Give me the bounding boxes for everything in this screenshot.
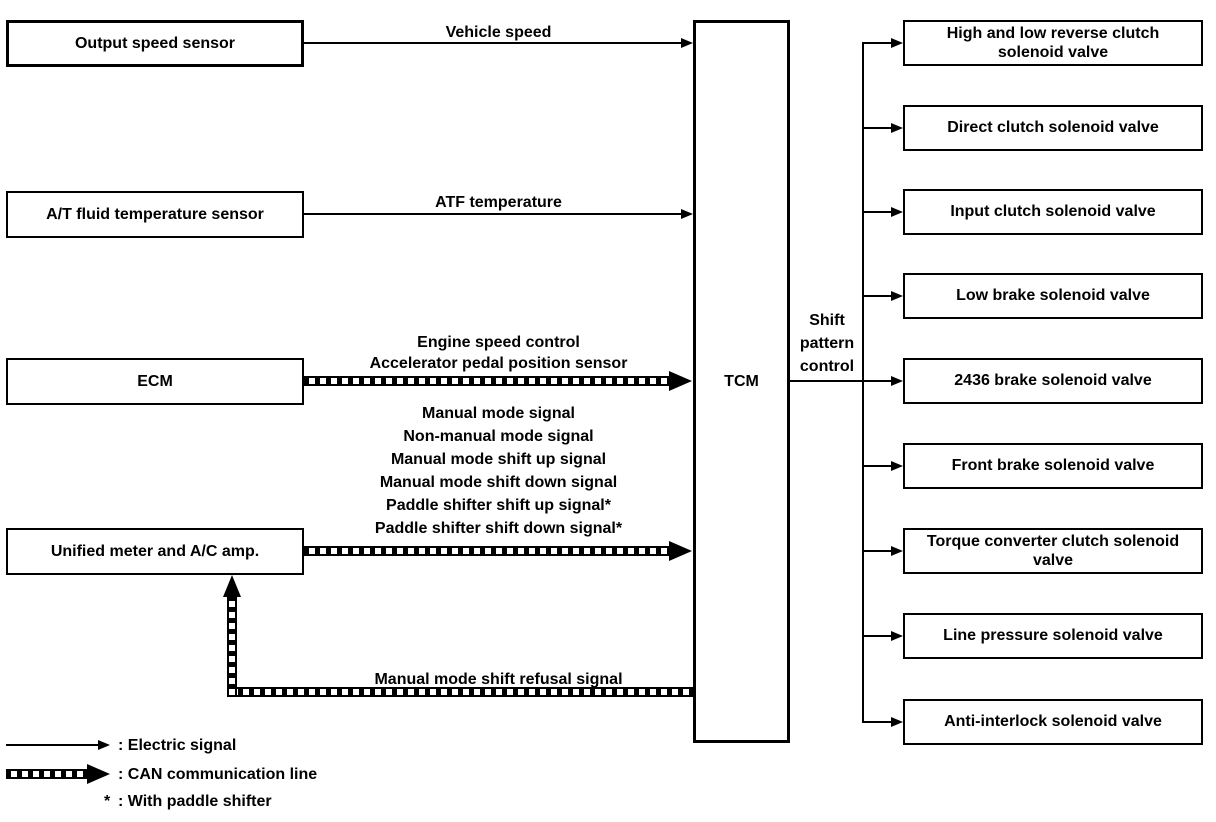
legend-can-arrowhead-icon: [87, 764, 110, 784]
branch-line: [862, 721, 892, 723]
atf-temperature-arrowhead-icon: [681, 209, 693, 219]
input-box-at-fluid-temperature-sensor: A/T fluid temperature sensor: [6, 191, 304, 238]
branch-arrowhead-icon: [891, 376, 903, 386]
branch-line: [862, 550, 892, 552]
branch-arrowhead-icon: [891, 207, 903, 217]
branch-arrowhead-icon: [891, 631, 903, 641]
output-box-direct-clutch: Direct clutch solenoid valve: [903, 105, 1203, 151]
vehicle-speed-arrowhead-icon: [681, 38, 693, 48]
branch-arrowhead-icon: [891, 717, 903, 727]
output-box-2436-brake: 2436 brake solenoid valve: [903, 358, 1203, 404]
meter-can-line: [304, 546, 671, 556]
refusal-can-arrowhead-icon: [223, 575, 241, 597]
branch-line: [862, 465, 892, 467]
legend-electric-arrowhead-icon: [98, 740, 110, 750]
output-box-label: Line pressure solenoid valve: [943, 627, 1163, 645]
branch-line: [862, 295, 892, 297]
output-box-label: Front brake solenoid valve: [951, 457, 1155, 475]
legend-can-line: [6, 769, 87, 779]
meter-can-arrowhead-icon: [669, 541, 692, 561]
shift-pattern-control-label: Shift pattern control: [799, 312, 855, 375]
branch-arrowhead-icon: [891, 123, 903, 133]
refusal-signal-label: Manual mode shift refusal signal: [374, 671, 623, 688]
input-box-ecm: ECM: [6, 358, 304, 405]
ecm-can-arrowhead-icon: [669, 371, 692, 391]
legend-asterisk-symbol: *: [104, 793, 111, 810]
output-box-label: Low brake solenoid valve: [956, 287, 1150, 305]
refusal-can-line-horizontal: [227, 687, 693, 697]
branch-line: [862, 127, 892, 129]
legend-asterisk-label: : With paddle shifter: [118, 793, 272, 810]
legend-electric-label: : Electric signal: [118, 737, 237, 754]
tcm-box: TCM: [693, 20, 790, 743]
output-box-label: 2436 brake solenoid valve: [954, 372, 1152, 390]
output-box-label: Input clutch solenoid valve: [950, 203, 1156, 221]
input-box-unified-meter-ac-amp: Unified meter and A/C amp.: [6, 528, 304, 575]
output-box-line-pressure: Line pressure solenoid valve: [903, 613, 1203, 659]
tcm-output-line: [790, 380, 892, 382]
input-box-label: ECM: [137, 372, 173, 390]
output-box-anti-interlock: Anti-interlock solenoid valve: [903, 699, 1203, 745]
input-box-label: Output speed sensor: [74, 34, 236, 52]
output-box-label: Anti-interlock solenoid valve: [944, 713, 1162, 731]
output-box-low-brake: Low brake solenoid valve: [903, 273, 1203, 319]
output-bus-line: [862, 42, 864, 723]
atf-temperature-label: ATF temperature: [435, 194, 562, 211]
legend-can-label: : CAN communication line: [118, 766, 318, 783]
input-box-output-speed-sensor: Output speed sensor: [6, 20, 304, 67]
meter-signal-labels: Manual mode signal Non-manual mode signa…: [374, 405, 623, 537]
branch-line: [862, 42, 892, 44]
branch-line: [862, 635, 892, 637]
output-box-high-low-reverse-clutch: High and low reverse clutch solenoid val…: [903, 20, 1203, 66]
branch-arrowhead-icon: [891, 291, 903, 301]
branch-arrowhead-icon: [891, 546, 903, 556]
output-box-torque-converter-clutch: Torque converter clutch solenoid valve: [903, 528, 1203, 574]
ecm-can-line: [304, 376, 671, 386]
input-box-label: Unified meter and A/C amp.: [50, 542, 260, 560]
tcm-label: TCM: [724, 372, 759, 390]
branch-arrowhead-icon: [891, 38, 903, 48]
branch-line: [862, 211, 892, 213]
output-box-front-brake: Front brake solenoid valve: [903, 443, 1203, 489]
refusal-can-line-vertical: [227, 596, 237, 697]
vehicle-speed-label: Vehicle speed: [445, 24, 552, 41]
atf-temperature-line: [304, 213, 683, 215]
output-box-label: Direct clutch solenoid valve: [947, 119, 1159, 137]
branch-arrowhead-icon: [891, 461, 903, 471]
input-box-label: A/T fluid temperature sensor: [46, 205, 264, 223]
ecm-signal-labels: Engine speed control Accelerator pedal p…: [369, 334, 628, 372]
output-box-input-clutch: Input clutch solenoid valve: [903, 189, 1203, 235]
output-box-label: Torque converter clutch solenoid valve: [926, 532, 1180, 569]
vehicle-speed-line: [304, 42, 683, 44]
legend-electric-line: [6, 744, 98, 746]
output-box-label: High and low reverse clutch solenoid val…: [946, 24, 1160, 61]
